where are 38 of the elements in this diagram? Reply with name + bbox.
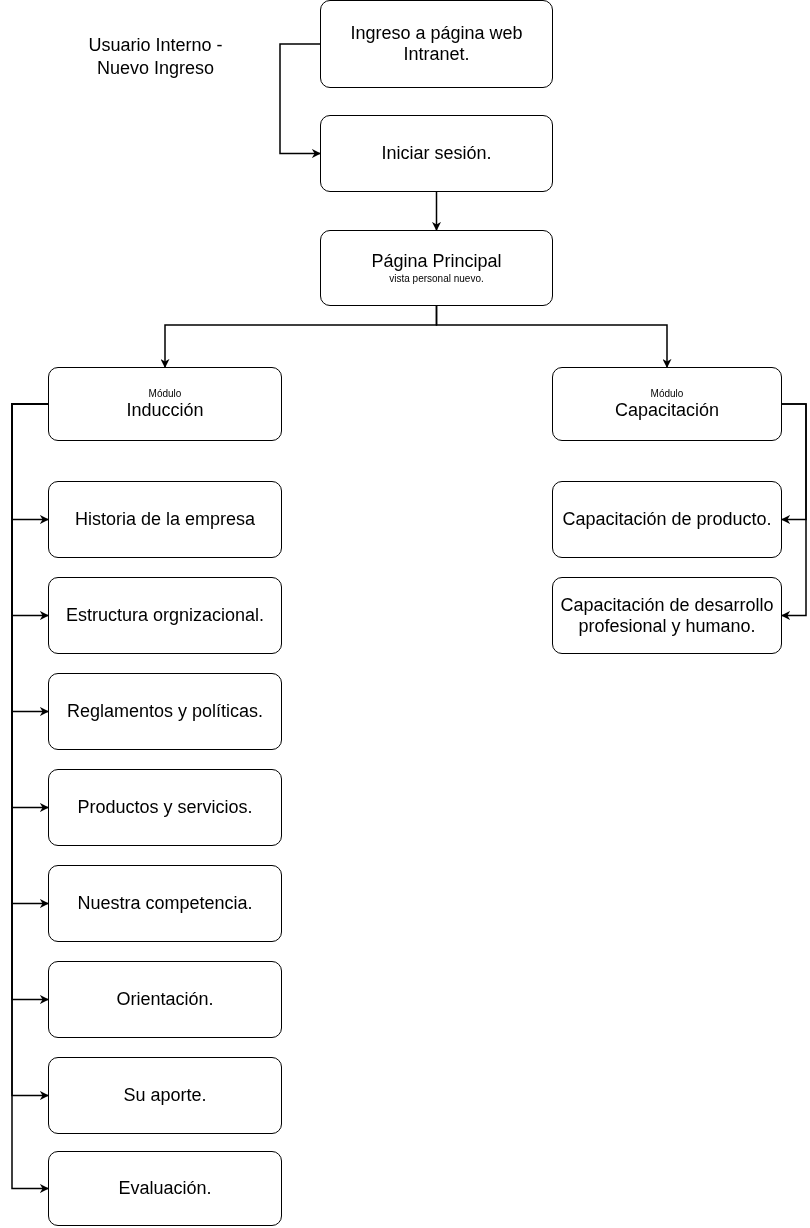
process-box xyxy=(48,769,282,846)
process-box xyxy=(320,230,553,306)
node-label: Productos y servicios. xyxy=(77,797,253,818)
node-label: Reglamentos y políticas. xyxy=(66,701,264,722)
arrow xyxy=(432,191,441,231)
process-box xyxy=(48,865,282,942)
node-label: Evaluación. xyxy=(118,1178,212,1199)
node-label: Estructura orgnizacional. xyxy=(65,605,265,626)
node-label: Capacitación xyxy=(614,400,720,421)
node-label: Nuestra competencia. xyxy=(77,893,253,914)
sub-label: Módulo xyxy=(650,387,684,401)
node-label: Su aporte. xyxy=(123,1085,207,1106)
node-label: Iniciar sesión. xyxy=(381,143,492,164)
process-box xyxy=(320,115,553,192)
node-label: Historia de la empresa xyxy=(74,509,256,530)
process-box xyxy=(48,367,282,441)
process-box xyxy=(48,673,282,750)
process-box xyxy=(48,577,282,654)
arrow xyxy=(781,403,807,620)
process-box xyxy=(320,0,553,88)
sub-label: vista personal nuevo. xyxy=(389,271,484,285)
node-label: Ingreso a página web Intranet. xyxy=(349,23,524,65)
node-label: Capacitación de desarrollo profesional y humano. xyxy=(559,594,775,637)
node-label: Capacitación de producto. xyxy=(562,509,772,530)
node-label: Página Principal xyxy=(371,251,502,272)
actor-label: Usuario Interno - Nuevo Ingreso xyxy=(87,34,224,81)
process-box xyxy=(552,481,782,558)
process-box xyxy=(552,367,782,441)
process-box xyxy=(48,1057,282,1134)
node-label: Orientación. xyxy=(116,989,214,1010)
arrow xyxy=(435,305,672,368)
process-box xyxy=(48,961,282,1038)
sub-label: Módulo xyxy=(148,387,182,401)
process-box xyxy=(48,1151,282,1226)
process-box xyxy=(48,481,282,558)
process-box xyxy=(552,577,782,654)
arrow xyxy=(279,43,321,158)
node-label: Inducción xyxy=(126,400,204,421)
